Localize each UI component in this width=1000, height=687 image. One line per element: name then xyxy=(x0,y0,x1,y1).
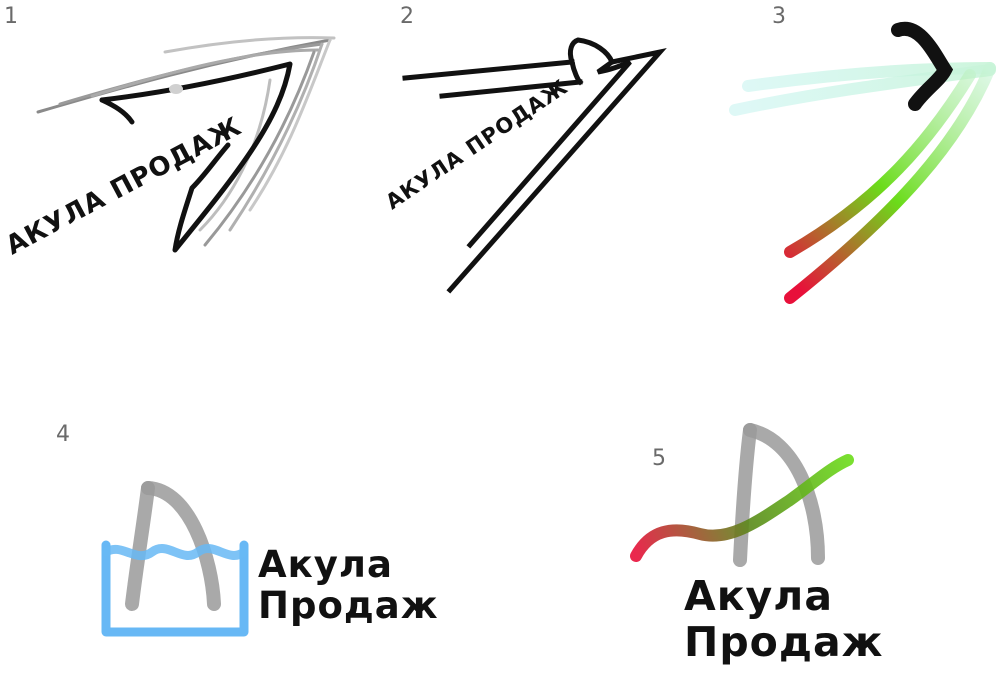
logo-5-wordmark: Акула Продаж xyxy=(684,572,884,666)
logo-5-line-2: Продаж xyxy=(684,617,884,666)
logo-number-5: 5 xyxy=(652,446,666,471)
logo-number-4: 4 xyxy=(56,422,70,447)
logo-number-1: 1 xyxy=(4,4,18,29)
logo-4-line-1: Акула xyxy=(258,543,393,586)
logo-number-2: 2 xyxy=(400,4,414,29)
logo-4-wordmark: Акула Продаж xyxy=(258,544,439,627)
logo-4-line-2: Продаж xyxy=(258,584,439,628)
logo-5-line-1: Акула xyxy=(684,572,833,620)
logo-number-3: 3 xyxy=(772,4,786,29)
